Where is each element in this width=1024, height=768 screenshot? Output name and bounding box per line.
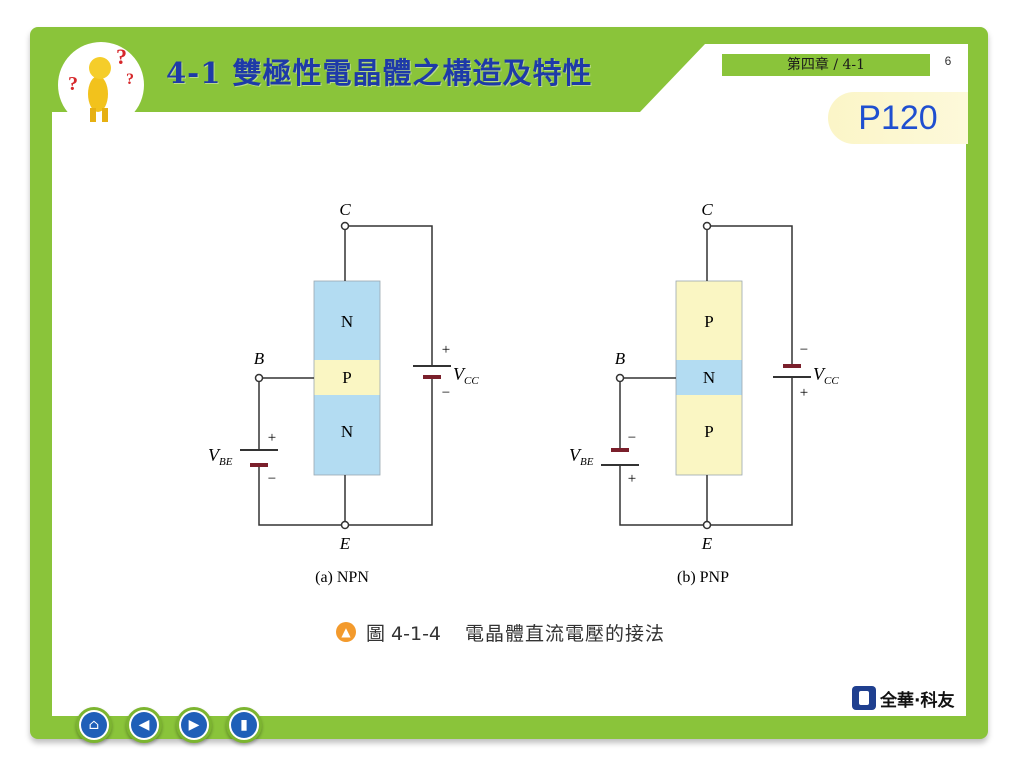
previous-icon: ◀ [131,712,157,738]
slide-title: 4-1 雙極性電晶體之構造及特性 [166,56,593,90]
home-button[interactable]: ⌂ [76,707,112,743]
pnp-collector-label: C [701,200,713,219]
pnp-vbe-label: VBE [569,445,594,468]
pnp-circuit: P N P C B E − + VCC − + VBE (b [569,200,839,586]
npn-base-label: B [254,349,265,368]
pnp-layer-1: P [704,312,713,331]
next-icon: ▶ [181,712,207,738]
thinking-figure-icon: ? ? ? [68,44,134,122]
npn-vcc-bottom-sign: − [442,385,450,401]
pnp-emitter-region [676,395,742,475]
pnp-emitter-label: E [701,534,713,553]
npn-vcc-label: VCC [453,364,479,387]
home-icon: ⌂ [81,712,107,738]
npn-vcc-battery [413,365,451,379]
pnp-vbe-bottom-sign: + [628,471,636,487]
npn-vbe-label: VBE [208,445,233,468]
npn-emitter-region [314,395,380,475]
npn-vcc-top-sign: + [442,342,450,358]
svg-text:?: ? [116,44,127,69]
previous-button[interactable]: ◀ [126,707,162,743]
navigation-bar: ⌂ ◀ ▶ ▮ [76,707,262,743]
up-arrow-icon: ▲ [336,622,356,642]
publisher-name: 全華·科友 [880,690,955,711]
npn-collector-region [314,281,380,360]
figure-caption: ▲ 圖 4-1-4 電晶體直流電壓的接法 [336,618,665,646]
npn-layer-3: N [341,422,353,441]
npn-base-region [314,360,380,395]
pnp-vcc-label: VCC [813,364,839,387]
pnp-collector-region [676,281,742,360]
content-area [52,112,966,716]
publisher-mark-icon [852,686,876,710]
figure-number: 圖 4-1-4 [366,622,442,645]
figure-title: 電晶體直流電壓的接法 [465,622,666,645]
page-reference-tag: P120 [828,92,968,144]
npn-caption: (a) NPN [315,569,369,586]
pnp-vbe-top-sign: − [628,430,636,446]
pnp-base-terminal [615,373,625,383]
npn-vbe-top-sign: + [268,430,276,446]
pnp-layer-2: N [703,368,715,387]
exit-icon: ▮ [231,712,257,738]
pnp-vcc-top-sign: − [800,342,808,358]
svg-text:?: ? [68,73,78,95]
npn-vbe-bottom-sign: − [268,471,276,487]
pnp-emitter-terminal [702,520,712,530]
pnp-vcc-bottom-sign: + [800,385,808,401]
npn-collector-label: C [339,200,351,219]
pnp-caption: (b) PNP [677,569,729,586]
npn-vbe-battery [240,449,278,467]
npn-layer-2: P [342,368,351,387]
publisher-logo: 全華·科友 [852,680,962,716]
pnp-layer-3: P [704,422,713,441]
chapter-label: 第四章 / 4-1 [722,54,930,76]
npn-emitter-terminal [340,520,350,530]
npn-circuit: N P N C B E + − VCC + − VBE (a [208,200,479,586]
npn-base-terminal [254,373,264,383]
pnp-base-region [676,360,742,395]
pnp-vcc-battery [773,364,811,378]
pnp-collector-terminal [702,221,712,231]
pnp-base-label: B [615,349,626,368]
logo: ? ? ? [58,42,144,128]
page-number: 6 [944,54,952,68]
npn-emitter-label: E [339,534,351,553]
exit-button[interactable]: ▮ [226,707,262,743]
next-button[interactable]: ▶ [176,707,212,743]
npn-collector-terminal [340,221,350,231]
svg-text:?: ? [126,71,134,88]
npn-layer-1: N [341,312,353,331]
pnp-vbe-battery [601,448,639,466]
